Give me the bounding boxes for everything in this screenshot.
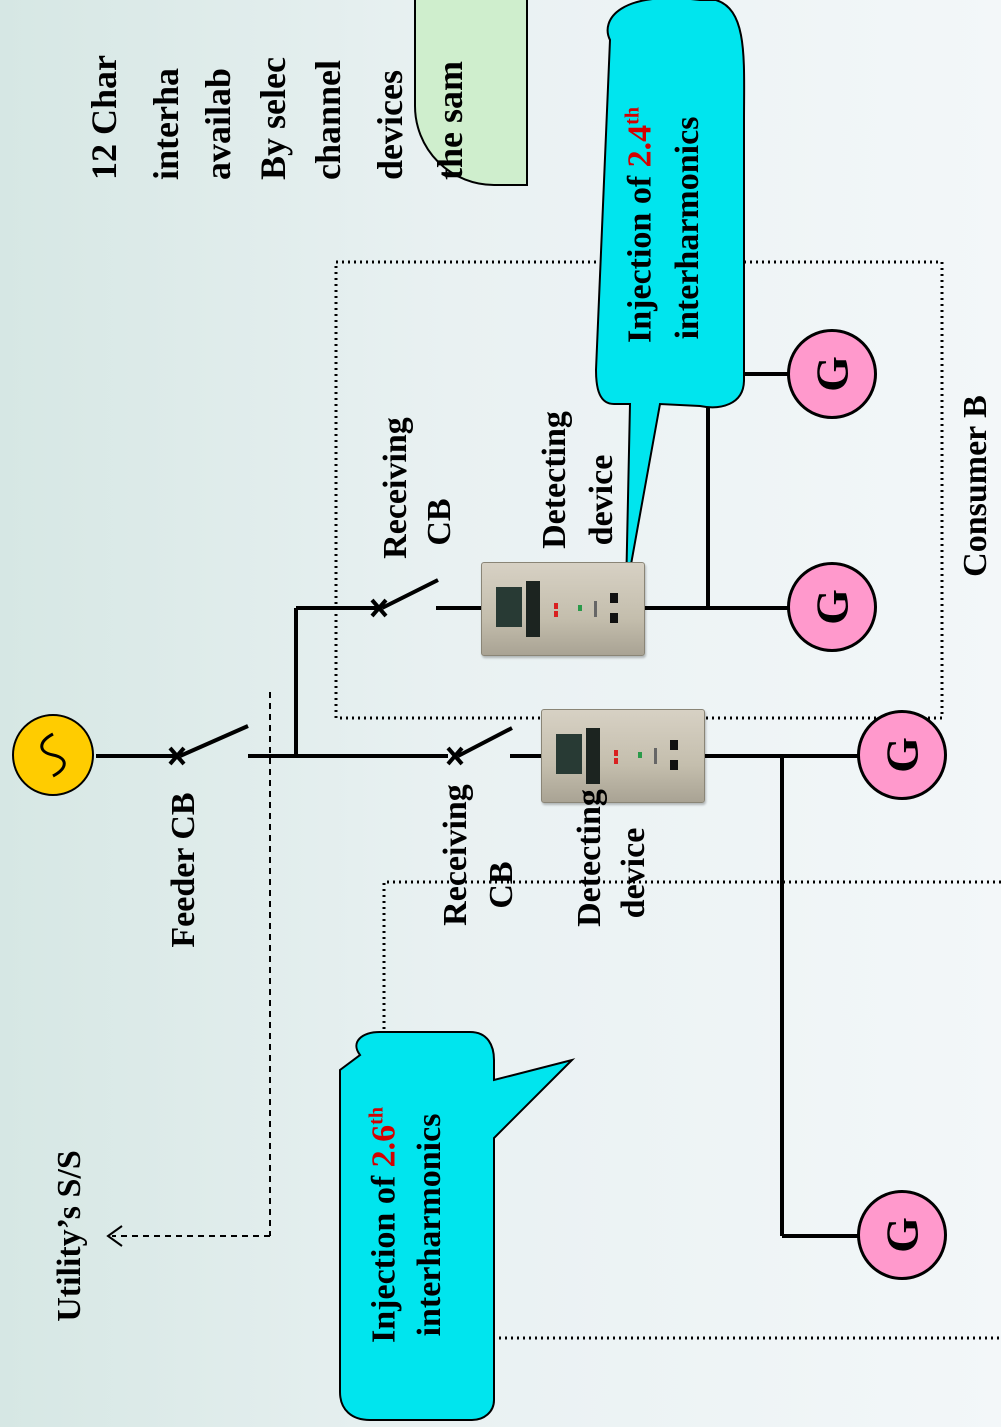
callout-b-line1: Injection of 2.4th bbox=[621, 107, 659, 343]
utility-link bbox=[112, 692, 271, 1237]
callout-a-line1: Injection of 2.6th bbox=[365, 1107, 403, 1343]
circuit-breaker-icon bbox=[446, 726, 513, 766]
info-panel-line1: 12 Char bbox=[84, 55, 124, 180]
detecting-device-a-label-line1: Detecting bbox=[571, 789, 608, 927]
info-panel-line7: the sam bbox=[430, 61, 470, 180]
info-panel-line2: interha bbox=[146, 68, 186, 180]
detecting-device-b-label-line1: Detecting bbox=[536, 411, 573, 549]
receiving-cb-b-label-line1: Receiving bbox=[377, 417, 414, 559]
info-panel-line5: channel bbox=[308, 59, 348, 180]
generator-b2-icon: G bbox=[787, 329, 877, 419]
info-panel-line6: devices bbox=[370, 70, 410, 180]
callout-a-bubble bbox=[339, 1031, 576, 1421]
detecting-device-b-label-line2: device bbox=[583, 454, 620, 546]
callout-a-line2: interharmonics bbox=[411, 1113, 448, 1337]
consumer-b-boundary bbox=[334, 260, 944, 720]
generator-a1-icon: G bbox=[857, 710, 947, 800]
callout-b-bubble bbox=[594, 0, 746, 593]
circuit-breaker-icon bbox=[370, 578, 439, 618]
feeder-cb-label: Feeder CB bbox=[165, 792, 202, 948]
generator-a2-icon: G bbox=[857, 1190, 947, 1280]
ac-source-icon bbox=[12, 714, 94, 796]
receiving-cb-a-label-line2: CB bbox=[483, 861, 520, 909]
receiving-cb-a-label-line1: Receiving bbox=[437, 784, 474, 926]
utility-ss-label: Utility’s S/S bbox=[51, 1150, 88, 1322]
callout-b-line2: interharmonics bbox=[669, 116, 706, 340]
info-panel-line3: availab bbox=[198, 67, 238, 180]
consumer-b-label: Consumer B bbox=[957, 395, 994, 577]
receiving-cb-b-label-line2: CB bbox=[421, 498, 458, 546]
generator-b1-icon: G bbox=[787, 562, 877, 652]
detecting-device-b-image bbox=[481, 562, 645, 656]
circuit-breaker-icon bbox=[168, 724, 249, 766]
consumer-a-boundary bbox=[382, 880, 1001, 1340]
info-panel-line4: By selec bbox=[253, 57, 293, 180]
arrow-left-icon bbox=[106, 1225, 123, 1247]
detecting-device-a-image bbox=[541, 709, 705, 803]
detecting-device-a-label-line2: device bbox=[615, 827, 652, 919]
